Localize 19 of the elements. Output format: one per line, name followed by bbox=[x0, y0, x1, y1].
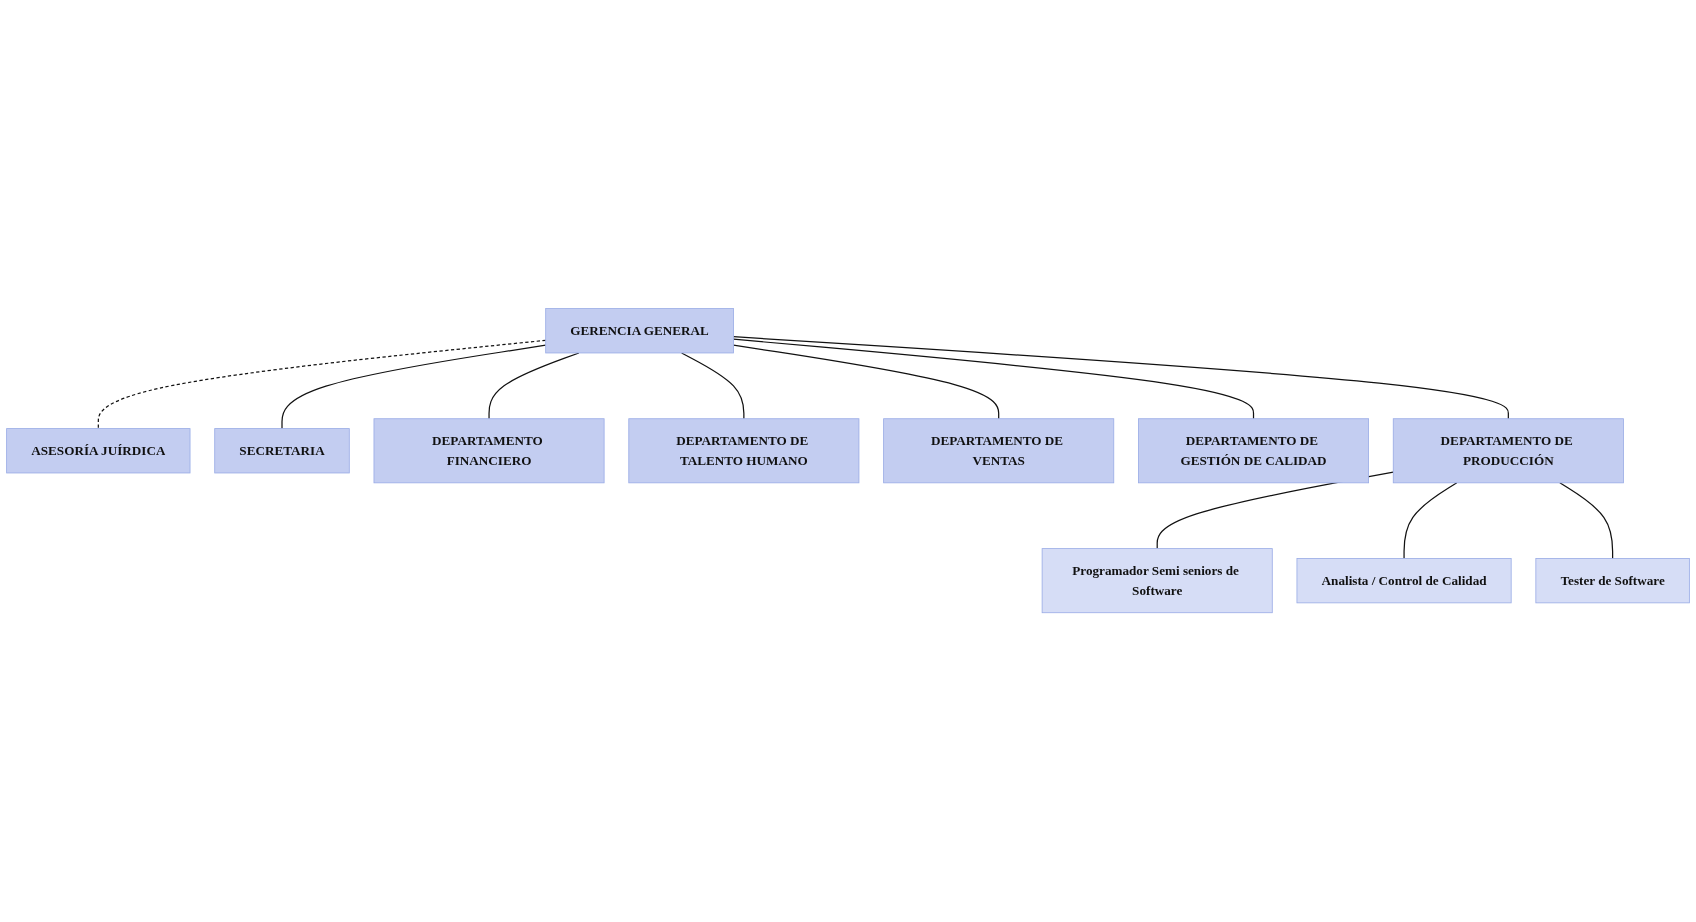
node-box: GERENCIA GENERAL bbox=[545, 308, 734, 354]
connector bbox=[281, 344, 547, 430]
connector bbox=[732, 336, 1509, 420]
node-box: DEPARTAMENTO DE TALENTO HUMANO bbox=[628, 418, 860, 484]
connector bbox=[97, 340, 547, 430]
node-box: Programador Semi seniors de Software bbox=[1041, 548, 1273, 614]
connector bbox=[1559, 482, 1614, 560]
node-box: DEPARTAMENTO FINANCIERO bbox=[373, 418, 605, 484]
connector bbox=[681, 352, 745, 420]
node-box: DEPARTAMENTO DE VENTAS bbox=[883, 418, 1115, 484]
node-box: SECRETARIA bbox=[214, 428, 350, 474]
connector bbox=[732, 338, 1255, 420]
node-box: ASESORÍA JUÍRDICA bbox=[6, 428, 191, 474]
node-box: Tester de Software bbox=[1535, 558, 1690, 604]
node-box: DEPARTAMENTO DE PRODUCCIÓN bbox=[1392, 418, 1624, 484]
node-box: DEPARTAMENTO DE GESTIÓN DE CALIDAD bbox=[1138, 418, 1369, 484]
connector bbox=[1403, 482, 1458, 560]
node-box: Analista / Control de Calidad bbox=[1296, 558, 1512, 604]
connector bbox=[732, 344, 1000, 420]
